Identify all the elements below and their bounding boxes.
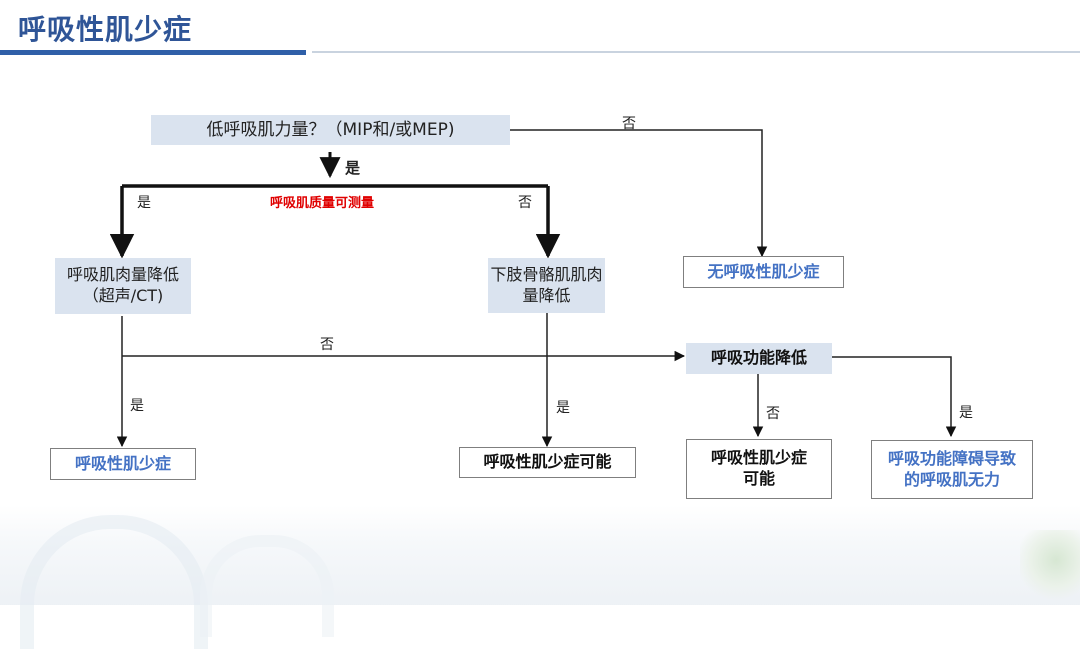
edge-label-limb-yes: 是 (556, 400, 570, 416)
title-divider (312, 51, 1080, 53)
node-label: 低呼吸肌力量？（MIP和/或MEP) (206, 119, 455, 140)
edge-label-measurable-yes: 是 (137, 195, 151, 211)
connector-function-yes (832, 356, 957, 438)
node-weakness-due-to-dysfunction: 呼吸功能障碍导致的呼吸肌无力 (871, 440, 1033, 499)
node-respiratory-sarcopenia-possible: 呼吸性肌少症可能 (459, 447, 636, 478)
node-respiratory-muscle-mass-low: 呼吸肌肉量降低（超声/CT) (55, 258, 191, 314)
node-limb-muscle-mass-low: 下肢骨骼肌肌肉量降低 (488, 258, 605, 313)
page-title: 呼吸性肌少症 (18, 13, 193, 46)
edge-label-start-yes: 是 (345, 159, 361, 177)
node-respiratory-sarcopenia: 呼吸性肌少症 (50, 448, 196, 480)
edge-label-function-yes: 是 (959, 405, 973, 421)
node-label: 呼吸肌肉量降低（超声/CT) (66, 265, 179, 305)
node-label: 呼吸功能降低 (710, 348, 807, 368)
edge-label-measurable: 呼吸肌质量可测量 (270, 196, 375, 211)
connector-start-no (510, 129, 768, 258)
node-respiratory-function-low: 呼吸功能降低 (686, 343, 832, 374)
title-underline (0, 50, 306, 55)
edge-label-mass-yes: 是 (130, 398, 144, 414)
node-label: 呼吸性肌少症 (74, 453, 171, 473)
node-label: 呼吸性肌少症可能 (483, 452, 612, 472)
edge-label-function-no: 否 (766, 406, 780, 422)
node-label: 呼吸性肌少症可能 (710, 448, 807, 488)
node-label: 下肢骨骼肌肌肉量降低 (490, 264, 603, 305)
node-low-respiratory-muscle-strength: 低呼吸肌力量？（MIP和/或MEP) (151, 115, 510, 145)
node-label: 呼吸功能障碍导致的呼吸肌无力 (887, 448, 1016, 489)
node-respiratory-sarcopenia-possible-2: 呼吸性肌少症可能 (686, 439, 832, 499)
decoration-plant (1020, 530, 1080, 605)
flowchart-connectors (109, 129, 957, 448)
node-no-respiratory-sarcopenia: 无呼吸性肌少症 (683, 256, 844, 288)
edge-label-mass-no: 否 (320, 337, 334, 353)
node-label: 无呼吸性肌少症 (707, 261, 820, 281)
edge-label-start-no: 否 (622, 116, 636, 132)
edge-label-measurable-no: 否 (518, 195, 532, 211)
